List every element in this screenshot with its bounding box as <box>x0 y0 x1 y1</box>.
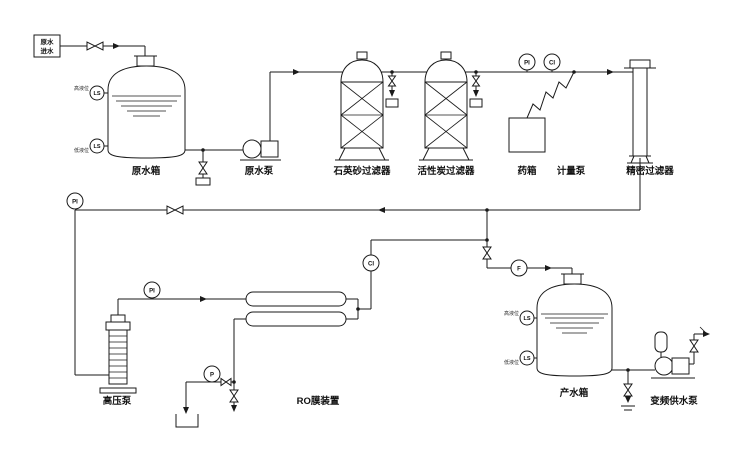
vfd-supply-pump: 变频供水泵 <box>650 326 710 407</box>
check-valve-icon <box>86 41 104 51</box>
drain-valve-icon <box>198 161 208 175</box>
ro-feed-line: PI <box>118 281 246 302</box>
ro-membrane-unit: RO膜装置 <box>245 291 360 407</box>
level-switch-high-icon <box>89 85 105 101</box>
label-activated-carbon-filter: 活性炭过滤器 <box>417 165 475 177</box>
label-chemical-tank: 药箱 <box>517 165 537 177</box>
low-level-note: 低液位 <box>74 147 89 154</box>
level-switch-low-tag: LS <box>523 356 530 362</box>
line-valve-icon <box>166 205 184 215</box>
f-tag-permeate: F <box>517 267 521 273</box>
drain-valve-icon <box>623 383 633 397</box>
pressure-indicator-icon <box>66 192 84 210</box>
pressure-vessel-icon <box>654 331 668 353</box>
pi-tag-top: PI <box>524 61 530 67</box>
label-product-water-tank: 产水箱 <box>560 387 589 399</box>
sample-valve-icon <box>471 75 481 87</box>
level-switch-high-tag: LS <box>523 316 530 322</box>
conductivity-indicator-icon <box>362 254 380 272</box>
pressure-indicator-icon <box>518 53 536 71</box>
chemical-dosing-system: 药箱 计量泵 <box>508 70 586 177</box>
flush-valve-icon <box>220 377 232 387</box>
sample-valve-icon <box>387 75 397 87</box>
low-level-note: 低液位 <box>504 359 519 366</box>
tank-outlet-piping <box>185 148 243 186</box>
label-high-pressure-pump: 高压泵 <box>103 395 132 407</box>
level-switch-high-tag: LS <box>93 91 100 97</box>
flow-arrow-icon <box>113 43 120 49</box>
quartz-sand-filter: 石英砂过滤器 <box>332 51 391 177</box>
conductivity-indicator-icon <box>543 53 561 71</box>
product-water-tank: LS LS 高液位 低液位 产水箱 <box>504 273 613 399</box>
top-main-line <box>270 69 633 75</box>
concentrate-line: P <box>175 318 246 428</box>
quartz-filter-sample-drop <box>385 70 399 108</box>
activated-carbon-filter: 活性炭过滤器 <box>417 51 475 177</box>
outlet-valve-icon <box>689 339 699 353</box>
label-precision-filter: 精密过滤器 <box>626 165 674 177</box>
bypass-line <box>482 208 492 268</box>
high-level-note: 高液位 <box>74 85 89 92</box>
p-tag-concentrate: P <box>210 373 214 379</box>
label-ro-membrane-unit: RO膜装置 <box>297 395 340 407</box>
label-quartz-sand-filter: 石英砂过滤器 <box>332 165 391 177</box>
high-level-note: 高液位 <box>504 310 519 317</box>
inlet-label-line2: 进水 <box>41 46 55 55</box>
raw-water-pump: 原水泵 <box>240 72 281 177</box>
raw-water-inlet: 原水 进水 <box>33 34 146 58</box>
label-metering-pump: 计量泵 <box>557 165 586 177</box>
bypass-valve-icon <box>482 246 492 260</box>
ci-tag-top: CI <box>549 61 555 67</box>
drain-pit-icon <box>195 177 211 186</box>
transfer-line: PI <box>66 158 641 375</box>
product-outlet-piping <box>612 368 655 411</box>
carbon-filter-sample-drop <box>469 70 483 108</box>
pi-tag-feed: PI <box>149 289 155 295</box>
flow-indicator-icon <box>510 259 528 277</box>
ci-tag-permeate: CI <box>368 262 374 268</box>
level-switch-low-icon <box>89 138 105 154</box>
inlet-label-line1: 原水 <box>41 37 55 46</box>
concentrate-valve-icon <box>229 389 239 403</box>
pressure-gauge-icon <box>203 365 221 383</box>
high-pressure-pump: 高压泵 <box>75 299 137 407</box>
label-raw-water-tank: 原水箱 <box>132 165 161 177</box>
chemical-tank-icon <box>508 117 546 153</box>
precision-filter: 精密过滤器 <box>624 59 674 177</box>
permeate-line: CI F <box>358 239 573 310</box>
level-switch-high-icon <box>519 310 535 326</box>
level-switch-low-icon <box>519 350 535 366</box>
level-switch-low-tag: LS <box>93 144 100 150</box>
pi-tag-left: PI <box>72 200 78 206</box>
pressure-indicator-icon <box>143 281 161 299</box>
label-raw-water-pump: 原水泵 <box>245 165 274 177</box>
top-line-instruments: PI CI <box>518 53 561 72</box>
drain-tank-icon <box>175 414 199 428</box>
label-vfd-supply-pump: 变频供水泵 <box>650 395 698 407</box>
raw-water-tank: LS LS 高液位 低液位 原水箱 <box>74 55 186 177</box>
metering-pump-hose <box>526 71 575 119</box>
